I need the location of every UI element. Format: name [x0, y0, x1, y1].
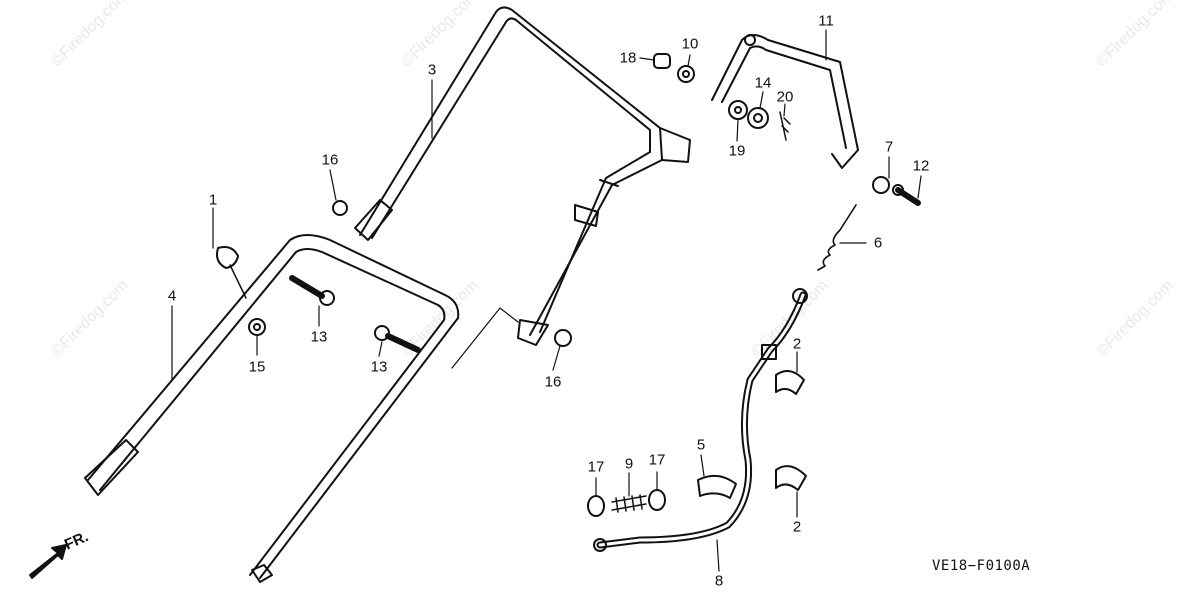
part-label-13-upper: 13 — [310, 328, 328, 346]
part-label-5: 5 — [696, 436, 706, 454]
nut-16-upper — [332, 200, 348, 216]
part-label-16-upper: 16 — [321, 151, 339, 169]
part-label-9: 9 — [624, 455, 634, 473]
part-label-17-left: 17 — [587, 458, 605, 476]
part-label-12: 12 — [912, 157, 930, 175]
part-label-13-lower: 13 — [370, 358, 388, 376]
part-label-6: 6 — [873, 234, 883, 252]
part-label-20: 20 — [776, 88, 794, 106]
part-label-11: 11 — [818, 12, 834, 30]
upper-handle — [354, 6, 691, 346]
part-label-16-lower: 16 — [544, 373, 562, 391]
part-label-18: 18 — [619, 49, 637, 67]
nut-15 — [248, 318, 266, 336]
part-label-10: 10 — [681, 35, 699, 53]
nut-16-lower — [554, 329, 572, 347]
control-lever — [711, 34, 859, 169]
diagram-code: VE18−F0100A — [932, 558, 1031, 574]
part-label-8: 8 — [714, 572, 724, 590]
part-label-2-lower: 2 — [792, 518, 802, 536]
lower-handle — [84, 234, 460, 583]
part-label-14: 14 — [754, 74, 772, 92]
part-label-7: 7 — [884, 138, 894, 156]
part-label-4: 4 — [167, 287, 177, 305]
part-label-19: 19 — [728, 142, 746, 160]
part-label-1: 1 — [208, 191, 218, 209]
part-label-15: 15 — [248, 358, 266, 376]
bolt-lower — [374, 325, 421, 353]
part-label-2-upper: 2 — [792, 335, 802, 353]
throttle-cable — [593, 288, 808, 552]
part-label-17-right: 17 — [648, 451, 666, 469]
bolt-upper — [289, 275, 335, 306]
part-label-3: 3 — [427, 61, 437, 79]
